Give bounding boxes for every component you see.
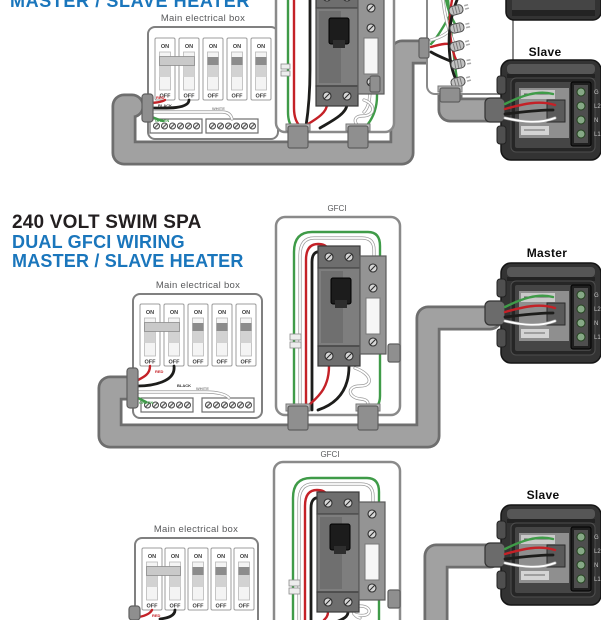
spa-pack-slave	[483, 503, 601, 607]
main-box-label: Main electrical box	[156, 280, 240, 291]
wire-label-white: WHITE	[196, 386, 209, 391]
junction-bottom-fitting	[439, 87, 461, 103]
gfci-bottom-fitting	[357, 405, 379, 431]
gfci-bottom-fitting	[347, 125, 369, 149]
spa-pack-slave-top	[483, 58, 601, 162]
wire-label-green: GREEN	[155, 118, 169, 123]
conduit-entry-fitting	[126, 367, 139, 409]
main-box-label: Main electrical box	[154, 524, 238, 535]
junction-box	[418, 0, 514, 103]
wire-label-red: RED	[152, 613, 161, 618]
wire-label-white: WHITE	[212, 106, 225, 111]
conduit-top-main-to-junction	[114, 42, 438, 163]
title-line2: DUAL GFCI WIRING	[12, 232, 185, 252]
wire-label-red: RED	[156, 95, 165, 100]
gfci-panel	[274, 0, 396, 149]
side-clamp	[369, 75, 381, 93]
gfci-label: GFCI	[327, 204, 346, 213]
clipped-title: MASTER / SLAVE HEATER	[10, 0, 250, 11]
cable-clamp	[280, 63, 291, 70]
spa-pack-master	[483, 261, 601, 365]
conduit-entry-fitting	[128, 605, 141, 620]
breaker-tie-bar	[146, 566, 181, 576]
breaker-tie-bar	[159, 56, 195, 66]
gfci-label: GFCI	[320, 450, 339, 459]
section-slave: GFCI Main electrical box RE	[128, 450, 601, 620]
slave-pack-label: Slave	[529, 45, 562, 59]
master-pack-label: Master	[527, 246, 568, 260]
conduit-entry-fitting	[141, 93, 154, 123]
wire-label-black: BLACK	[177, 383, 191, 388]
gfci-panel	[272, 460, 402, 620]
section-top-clipped: MASTER / SLAVE HEATER Main electrical bo…	[10, 0, 601, 162]
wire-label-green: GREEN	[139, 400, 153, 405]
gfci-bottom-fitting	[287, 405, 309, 431]
conduit-main-to-master	[100, 308, 500, 446]
main-electrical-box: RED BLACK WHITE GREEN	[141, 26, 279, 140]
main-box-label: Main electrical box	[161, 13, 245, 24]
slave-pack-label: Slave	[527, 488, 560, 502]
wire-label-black: BLACK	[158, 103, 172, 108]
gfci-panel	[274, 215, 402, 431]
cable-clamp	[289, 333, 302, 341]
partial-pack-above	[505, 0, 601, 21]
breaker-tie-bar	[144, 322, 180, 332]
title-line3: MASTER / SLAVE HEATER	[12, 251, 244, 271]
side-clamp	[387, 589, 401, 609]
main-electrical-box: RED	[128, 537, 259, 620]
main-electrical-box: RED BLACK WHITE GREEN	[126, 293, 263, 419]
wire-label-red: RED	[155, 369, 164, 374]
cable-clamp	[288, 579, 301, 587]
junction-left-fitting	[418, 37, 430, 59]
conduit-to-bottom-slave	[426, 546, 500, 620]
side-clamp	[387, 343, 401, 363]
title-line1: 240 VOLT SWIM SPA	[12, 212, 202, 233]
gfci-bottom-fitting	[287, 125, 309, 149]
section-master: 240 VOLT SWIM SPA DUAL GFCI WIRING MASTE…	[12, 204, 601, 431]
